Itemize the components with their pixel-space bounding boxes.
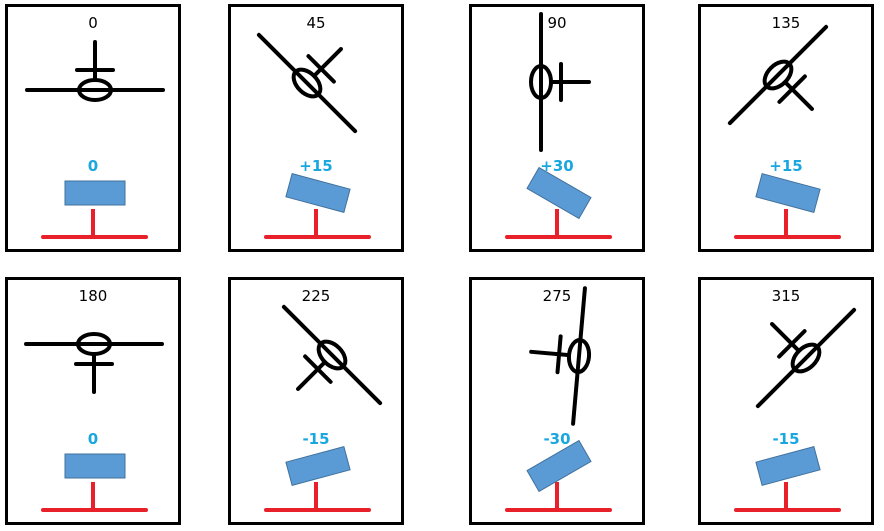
tilt-label: +15 xyxy=(769,157,803,175)
symbol-stem xyxy=(296,360,327,391)
rotated-symbol-icon xyxy=(25,40,165,102)
rotated-symbol-icon xyxy=(281,304,383,406)
symbol-crossbar xyxy=(306,54,336,84)
tilted-block xyxy=(285,446,351,486)
rotated-symbol-icon xyxy=(529,286,592,426)
symbol-axis-line xyxy=(755,307,857,409)
panel-drawing xyxy=(727,24,841,239)
tilted-block xyxy=(285,173,351,213)
tilt-label: +30 xyxy=(540,157,574,175)
angle-label: 135 xyxy=(771,14,801,32)
orientation-panel: 225 -15 xyxy=(228,277,404,525)
symbol-crossbar xyxy=(777,74,807,104)
tilted-block xyxy=(64,453,126,479)
orientation-panel: 135 +15 xyxy=(698,4,874,252)
tilt-label: +15 xyxy=(299,157,333,175)
symbol-crossbar xyxy=(555,334,563,375)
tilted-block xyxy=(526,166,592,220)
panel-drawing xyxy=(24,332,164,512)
panel-drawing xyxy=(256,32,371,239)
symbol-axis-line xyxy=(727,24,829,126)
symbol-axis-line xyxy=(571,286,587,426)
symbol-stem xyxy=(770,322,801,353)
orientation-panel: 90 +30 xyxy=(469,4,645,252)
tilt-label: 0 xyxy=(87,430,99,448)
angle-label: 0 xyxy=(88,14,98,32)
tilt-label: -15 xyxy=(772,430,800,448)
rotated-symbol-icon xyxy=(256,32,358,134)
symbol-stem xyxy=(529,349,572,358)
symbol-stem xyxy=(783,80,814,111)
symbol-crossbar xyxy=(777,329,807,359)
angle-label: 315 xyxy=(771,287,801,305)
panel-drawing xyxy=(734,307,857,512)
tilt-label: -15 xyxy=(302,430,330,448)
tilted-block xyxy=(755,446,821,486)
rotated-symbol-icon xyxy=(24,332,164,394)
angle-label: 90 xyxy=(547,14,567,32)
rotated-symbol-icon xyxy=(727,24,829,126)
tilted-block xyxy=(64,180,126,206)
orientation-panel: 275 -30 xyxy=(469,277,645,525)
symbol-stem xyxy=(312,47,343,78)
panel-drawing xyxy=(25,40,165,239)
orientation-panel: 45 +15 xyxy=(228,4,404,252)
tilt-label: 0 xyxy=(87,157,99,175)
rotated-symbol-icon xyxy=(529,12,591,152)
panel-drawing xyxy=(264,304,383,512)
rotated-symbol-icon xyxy=(755,307,857,409)
symbol-axis-line xyxy=(256,32,358,134)
tilted-block xyxy=(526,439,592,493)
tilt-label: -30 xyxy=(543,430,571,448)
angle-label: 275 xyxy=(542,287,572,305)
orientation-panel: 315 -15 xyxy=(698,277,874,525)
angle-label: 225 xyxy=(301,287,331,305)
angle-label: 45 xyxy=(306,14,326,32)
tilted-block xyxy=(755,173,821,213)
panel-drawing xyxy=(505,12,612,239)
symbol-crossbar xyxy=(303,354,333,384)
angle-label: 180 xyxy=(78,287,108,305)
symbol-axis-line xyxy=(281,304,383,406)
panel-drawing xyxy=(505,286,612,512)
